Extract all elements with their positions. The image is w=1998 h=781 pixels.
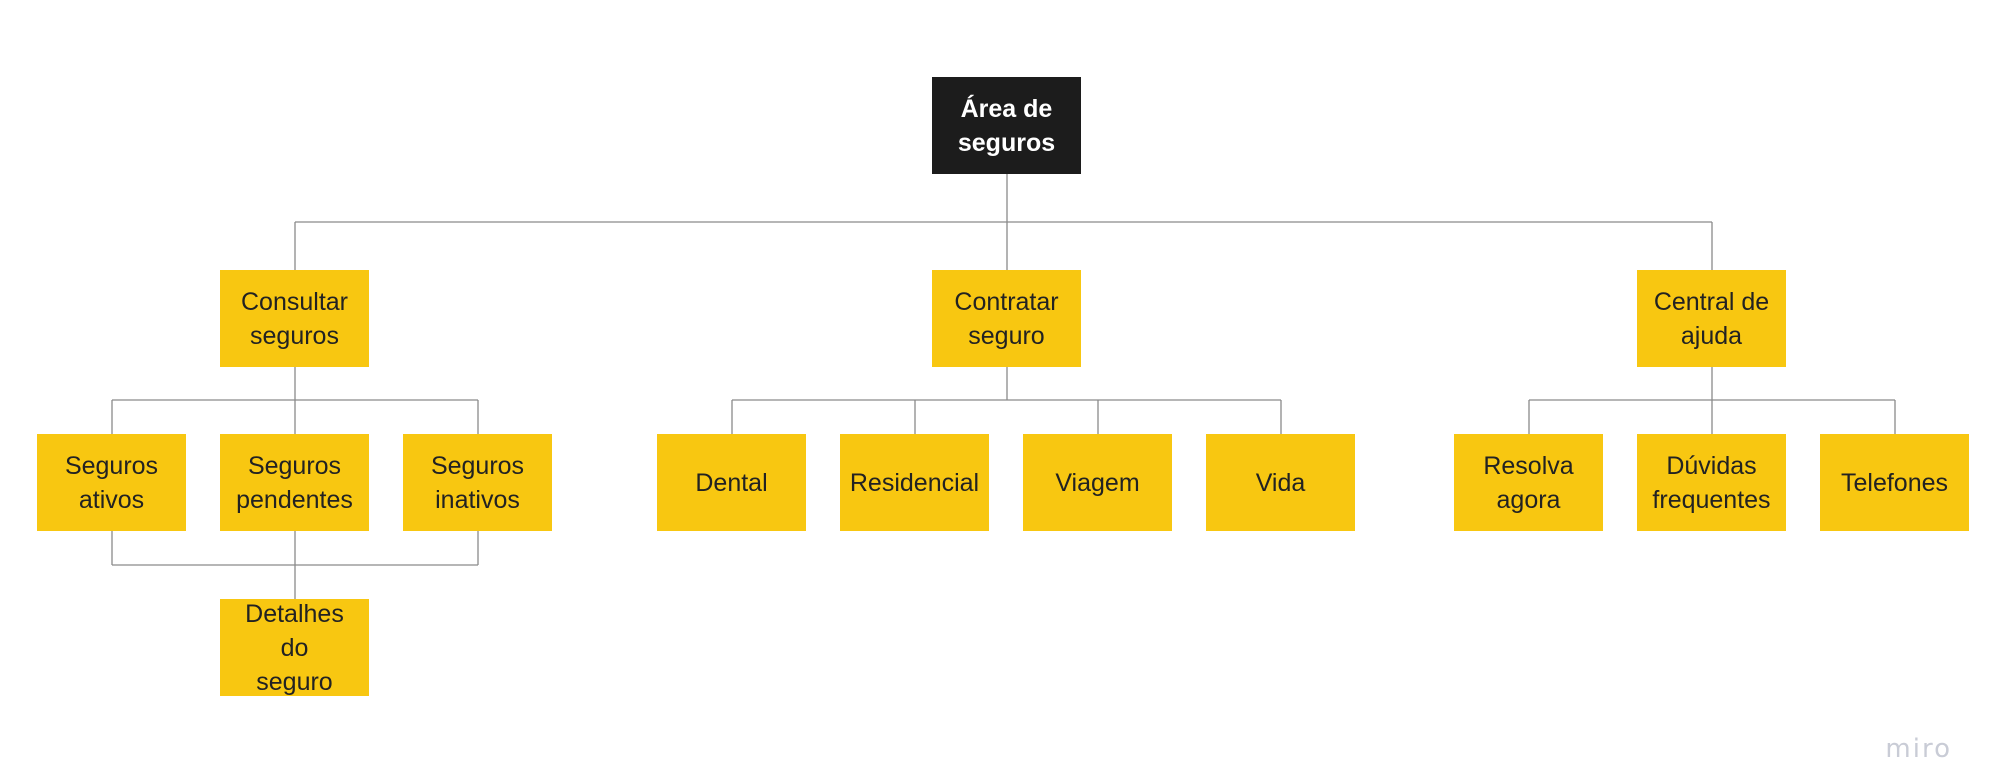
node-label: Seguros inativos bbox=[430, 451, 525, 514]
node-label: Central de ajuda bbox=[1653, 287, 1770, 350]
node-label: Vida bbox=[1255, 468, 1306, 497]
node-duvidas-frequentes[interactable]: Dúvidas frequentes bbox=[1637, 434, 1786, 531]
node-consultar-seguros[interactable]: Consultar seguros bbox=[220, 270, 369, 367]
miro-watermark: miro bbox=[1885, 734, 1952, 764]
node-label: Consultar seguros bbox=[241, 287, 348, 350]
node-resolva-agora[interactable]: Resolva agora bbox=[1454, 434, 1603, 531]
node-label: Contratar seguro bbox=[954, 287, 1059, 350]
node-dental[interactable]: Dental bbox=[657, 434, 806, 531]
node-detalhes-do-seguro[interactable]: Detalhes do seguro bbox=[220, 599, 369, 696]
node-central-de-ajuda[interactable]: Central de ajuda bbox=[1637, 270, 1786, 367]
node-label: Dental bbox=[695, 468, 768, 497]
node-vida[interactable]: Vida bbox=[1206, 434, 1355, 531]
node-label: Detalhes do seguro bbox=[245, 599, 344, 696]
node-residencial[interactable]: Residencial bbox=[840, 434, 989, 531]
node-area-de-seguros[interactable]: Área de seguros bbox=[932, 77, 1081, 174]
node-viagem[interactable]: Viagem bbox=[1023, 434, 1172, 531]
node-contratar-seguro[interactable]: Contratar seguro bbox=[932, 270, 1081, 367]
node-telefones[interactable]: Telefones bbox=[1820, 434, 1969, 531]
node-label: Residencial bbox=[849, 468, 980, 497]
node-seguros-pendentes[interactable]: Seguros pendentes bbox=[220, 434, 369, 531]
node-seguros-ativos[interactable]: Seguros ativos bbox=[37, 434, 186, 531]
node-label: Resolva agora bbox=[1483, 451, 1574, 514]
node-seguros-inativos[interactable]: Seguros inativos bbox=[403, 434, 552, 531]
node-label: Dúvidas frequentes bbox=[1652, 451, 1771, 514]
node-label: Viagem bbox=[1055, 468, 1140, 497]
node-label: Seguros ativos bbox=[64, 451, 159, 514]
node-label: Área de seguros bbox=[957, 94, 1056, 157]
node-label: Seguros pendentes bbox=[236, 451, 353, 514]
node-label: Telefones bbox=[1840, 468, 1949, 497]
